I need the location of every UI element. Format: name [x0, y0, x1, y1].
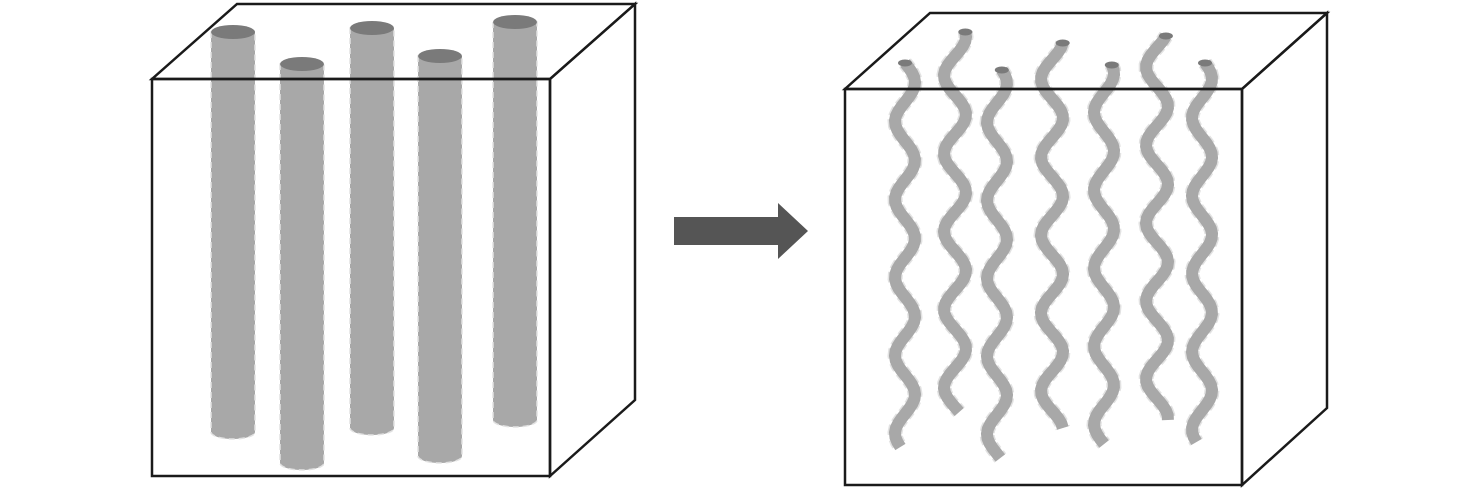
wavy-rod: [1033, 39, 1071, 431]
wavy-rod: [936, 28, 974, 417]
left-cube-outline: [148, 1, 639, 479]
wavy-rod: [1184, 58, 1220, 446]
wavy-rod: [979, 66, 1015, 463]
right-cube-front-face: [843, 87, 1244, 487]
left-cube: [148, 1, 639, 479]
straight-rods-group: [210, 15, 538, 471]
transition-arrow: [674, 203, 808, 259]
left-cube-front-face: [150, 77, 552, 478]
right-cube: [841, 10, 1331, 488]
right-cube-side-face: [1240, 10, 1329, 488]
wavy-rods-group: [887, 28, 1220, 463]
wavy-rod: [1086, 61, 1122, 449]
straight-rod: [417, 49, 463, 464]
straight-rod: [349, 21, 395, 436]
straight-rod: [492, 15, 538, 428]
right-cube-outline: [841, 10, 1331, 488]
straight-rod: [210, 25, 256, 440]
wavy-rod: [887, 58, 923, 451]
straight-rod: [279, 57, 325, 471]
wavy-rod: [1138, 31, 1176, 421]
left-cube-side-face: [548, 1, 637, 479]
